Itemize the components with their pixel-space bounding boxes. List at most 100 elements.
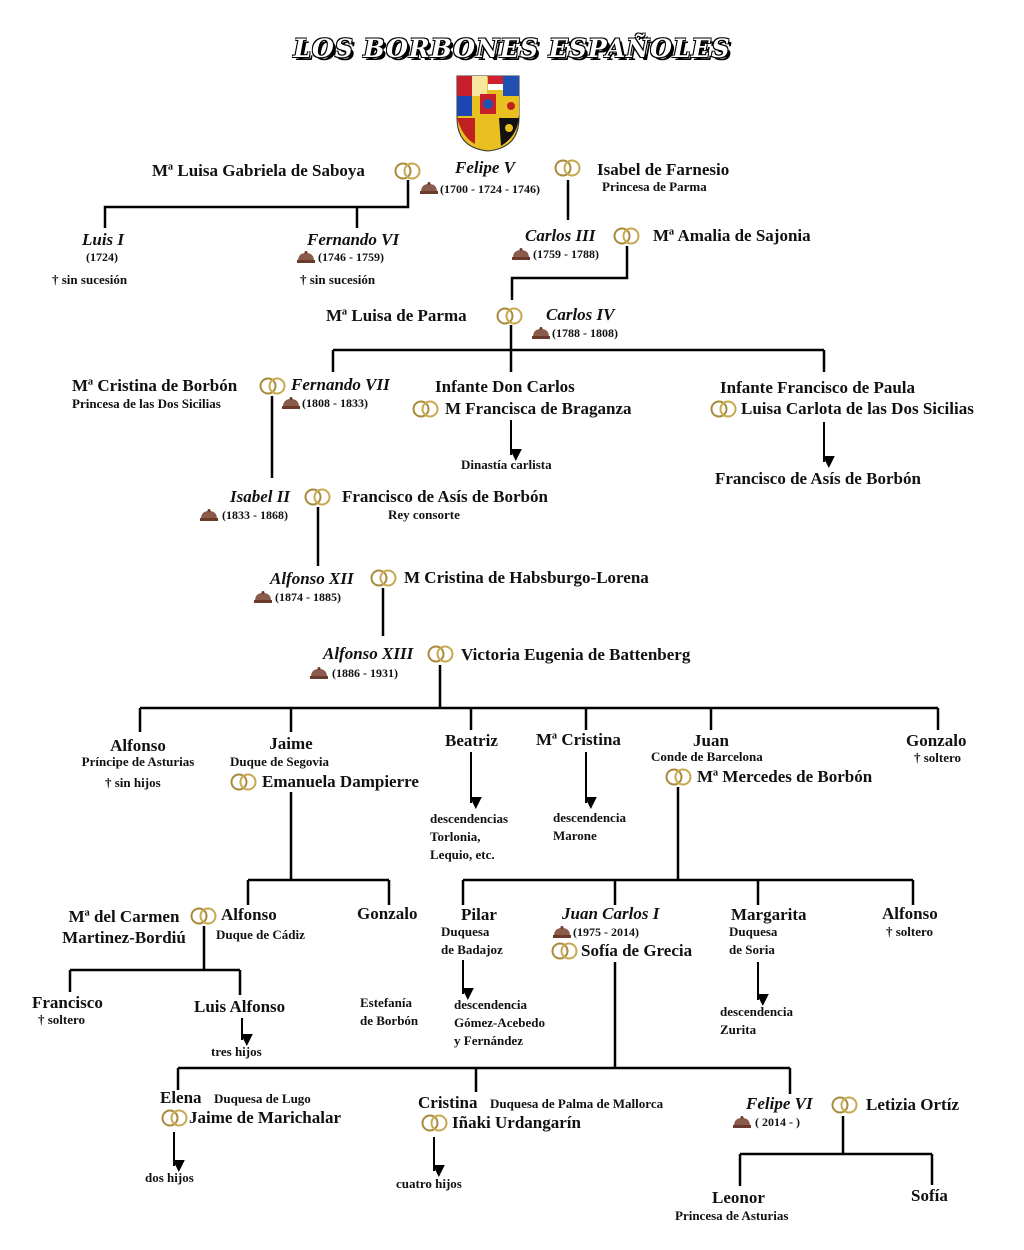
reign-dates: (1788 - 1808)	[552, 326, 618, 340]
connector-carlos4-children	[331, 325, 826, 372]
note: † sin hijos	[105, 775, 161, 790]
descendants: descendencia Gómez-Acebedo y Fernández	[454, 997, 545, 1048]
person-name: Margarita	[731, 905, 807, 924]
spouse-name: M Cristina de Habsburgo-Lorena	[404, 568, 649, 587]
person-name: Cristina	[418, 1093, 478, 1112]
king-name: Carlos IV	[546, 305, 615, 324]
person-name: Alfonso	[882, 904, 938, 923]
spouse-name: Sofía de Grecia	[581, 941, 693, 960]
connector-juan-children	[461, 787, 915, 905]
descendants: cuatro hijos	[396, 1176, 462, 1191]
marriage-rings-icon	[259, 377, 286, 395]
king-name: Felipe VI	[746, 1094, 813, 1113]
king-name: Carlos III	[525, 226, 596, 245]
person-title: Duque de Cádiz	[216, 927, 305, 942]
marriage-rings-icon	[551, 942, 578, 960]
person-title: Princesa de Asturias	[675, 1208, 789, 1223]
marriage-rings-icon	[230, 773, 257, 791]
crown-icon	[200, 509, 218, 521]
person-name: Sofía	[911, 1186, 948, 1205]
person-name: Gonzalo	[357, 904, 418, 923]
king-name: Fernando VII	[291, 375, 390, 394]
spouse-name: Mª Cristina de Borbón	[72, 376, 238, 395]
crown-icon	[254, 591, 272, 603]
crown-icon	[733, 1116, 751, 1128]
person-name: Gonzalo	[906, 731, 967, 750]
marriage-rings-icon	[710, 400, 737, 418]
spouse-name: Jaime de Marichalar	[189, 1108, 342, 1127]
person-name: Alfonso	[221, 905, 277, 924]
person-name: Francisco de Asís de Borbón	[715, 469, 921, 488]
person-name: Jaime	[269, 734, 313, 753]
marriage-rings-icon	[304, 488, 331, 506]
person-title: Conde de Barcelona	[651, 749, 763, 764]
marriage-rings-icon	[427, 645, 454, 663]
marriage-rings-icon	[496, 307, 523, 325]
connector-carlos3-carlos4	[510, 246, 629, 300]
person-title: Duquesa de Palma de Mallorca	[490, 1096, 664, 1111]
spouse-name: M Francisca de Braganza	[445, 399, 632, 418]
crown-icon	[297, 251, 315, 263]
reign-dates: (1874 - 1885)	[275, 590, 341, 604]
reign-dates: (1759 - 1788)	[533, 247, 599, 261]
page-title: LOS BORBONES ESPAÑOLES	[293, 34, 731, 63]
marriage-rings-icon	[412, 400, 439, 418]
note: † sin sucesión	[52, 272, 128, 287]
coat-of-arms-icon	[456, 75, 520, 152]
spouse-name: Francisco de Asís de Borbón	[342, 487, 548, 506]
descendants: descendencias Torlonia, Lequio, etc.	[430, 811, 508, 862]
person-title: Duquesa de Badajoz	[441, 924, 503, 957]
person-name: Pilar	[461, 905, 497, 924]
person-title: Duque de Segovia	[230, 754, 329, 769]
marriage-rings-icon	[665, 768, 692, 786]
person-name: Mª Cristina	[536, 730, 621, 749]
crown-icon	[553, 926, 571, 938]
king-name: Juan Carlos I	[562, 904, 660, 923]
person-name: Luis Alfonso	[194, 997, 286, 1016]
note: † soltero	[886, 924, 934, 939]
reign-dates: (1746 - 1759)	[318, 250, 384, 264]
spouse-name: Luisa Carlota de las Dos Sicilias	[741, 399, 974, 418]
note: † sin sucesión	[300, 272, 376, 287]
marriage-rings-icon	[370, 569, 397, 587]
person-name: Infante Francisco de Paula	[720, 378, 916, 397]
reign-dates: (1700 - 1724 - 1746)	[440, 182, 540, 196]
connector-juan-carlos-children	[176, 962, 792, 1094]
reign-dates: ( 2014 - )	[755, 1115, 800, 1129]
spouse-name: Mª Luisa de Parma	[326, 306, 467, 325]
reign-dates: (1808 - 1833)	[302, 396, 368, 410]
connector-jaime-children	[246, 792, 391, 905]
person-name: Elena	[160, 1088, 202, 1107]
spouse-name: Mª Mercedes de Borbón	[697, 767, 873, 786]
person-title: Duquesa de Soria	[729, 924, 778, 957]
marriage-rings-icon	[161, 1109, 188, 1127]
descendants: descendencia Marone	[553, 810, 626, 843]
spouse-title: Princesa de Parma	[602, 179, 707, 194]
spouse-name: Victoria Eugenia de Battenberg	[461, 645, 691, 664]
marriage-rings-icon	[554, 159, 581, 177]
crown-icon	[282, 397, 300, 409]
descendants: Dinastía carlista	[461, 457, 552, 472]
spouse-name: Emanuela Dampierre	[262, 772, 419, 791]
reign-dates: (1975 - 2014)	[573, 925, 639, 939]
descendants: dos hijos	[145, 1170, 194, 1185]
king-name: Alfonso XII	[270, 569, 354, 588]
reign-dates: (1724)	[86, 250, 118, 264]
descendants: descendencia Zurita	[720, 1004, 793, 1037]
person-title: Duquesa de Lugo	[214, 1091, 311, 1106]
spouse-title: Rey consorte	[388, 507, 460, 522]
note: † soltero	[38, 1012, 86, 1027]
spouse-name: Mª Luisa Gabriela de Saboya	[152, 161, 365, 180]
crown-icon	[512, 248, 530, 260]
marriage-rings-icon	[831, 1096, 858, 1114]
king-name: Alfonso XIII	[323, 644, 414, 663]
person-title: Príncipe de Asturias	[81, 754, 195, 769]
person-name: Francisco	[32, 993, 103, 1012]
marriage-rings-icon	[421, 1114, 448, 1132]
marriage-rings-icon	[190, 907, 217, 925]
person-name: Beatriz	[445, 731, 498, 750]
person-name: Juan	[693, 731, 729, 750]
connector-alfonso13-children	[138, 665, 940, 732]
